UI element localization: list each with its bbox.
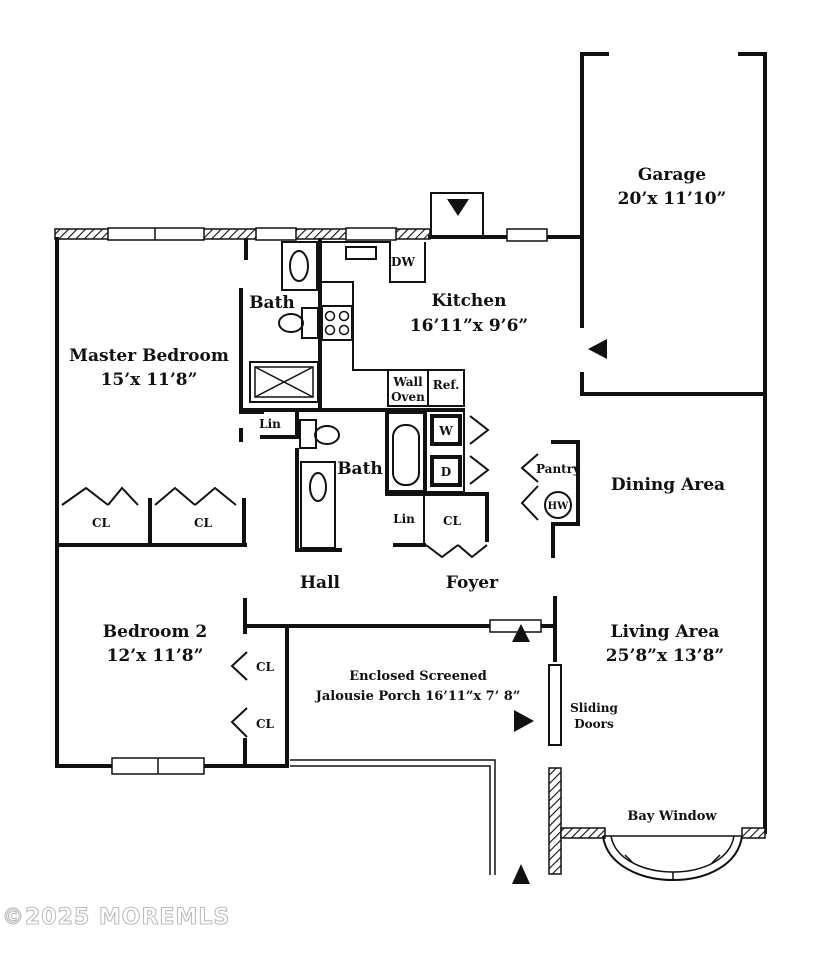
bedroom-2-dims: 12’x 11’8” [107,646,204,666]
foyer-name: Foyer [446,573,499,593]
kitchen [320,235,584,407]
sliding-doors-label-2: Doors [574,717,614,731]
porch-edge [290,624,534,884]
laundry [425,409,490,493]
linen-closet-1 [260,408,299,439]
closet-label: CL [256,660,275,674]
closet-label: CL [92,516,111,530]
window [506,228,548,242]
cooktop [321,305,353,341]
pantry [520,440,580,558]
closet-label: CL [194,516,213,530]
sliding-doors [548,664,562,875]
wall-oven-label: Wall [392,375,423,389]
vanity [281,241,318,291]
dishwasher-label: DW [391,255,415,269]
foyer-closets [385,492,489,559]
master-closets [61,486,246,547]
garage-walls [580,52,767,396]
dining-area-name: Dining Area [611,475,725,495]
dryer [430,455,462,487]
master-bath [239,238,322,442]
sink-icon [289,250,309,282]
shower-stall [249,361,319,403]
sink-icon [345,246,377,260]
kitchen-name: Kitchen [432,291,507,311]
linen-label-1: Lin [259,417,281,431]
toilet-tank [301,307,319,339]
closet-label: CL [256,717,275,731]
garage-dims: 20’x 11’10” [618,189,727,209]
hall-name: Hall [300,573,341,593]
bedroom-2-name: Bedroom 2 [103,622,207,642]
window [489,619,542,633]
porch-name: Enclosed Screened [349,669,487,684]
master-bath-name: Bath [249,293,295,313]
watermark: ©2025 MOREMLS [2,905,230,930]
left-exterior-wall [55,237,289,775]
closet-label: CL [443,514,462,528]
porch-dims: Jalousie Porch 16’11”x 7’ 8” [315,689,521,704]
window [255,227,297,241]
refrigerator-label: Ref. [433,378,460,392]
wall-oven-label-2: Oven [391,390,425,404]
bedroom-2-closets [230,651,248,738]
water-heater-icon [544,491,572,519]
pantry-label: Pantry [536,462,581,476]
sink-icon [309,472,327,502]
master-bedroom-name: Master Bedroom [69,346,229,366]
living-area-dims: 25’8”x 13’8” [606,646,724,666]
toilet-icon [278,313,304,333]
kitchen-dims: 16’11”x 9’6” [410,316,528,336]
hall-bath-name: Bath [337,459,383,479]
water-heater-label: HW [548,501,569,512]
garage-name: Garage [638,165,706,185]
washer-label: W [438,424,453,438]
hatched-wall [548,767,562,875]
left-arrow-icon [588,339,607,359]
hall-bath [295,408,425,552]
washer [430,414,462,446]
master-bedroom-dims: 15’x 11’8” [101,370,198,390]
window [107,227,205,241]
toilet-tank [299,419,317,449]
living-area-name: Living Area [611,622,720,642]
bathtub-icon [387,412,425,492]
bay-window-label: Bay Window [627,809,717,824]
down-arrow-icon [447,199,469,216]
right-exterior-wall [560,392,767,882]
dryer-label: D [441,465,451,479]
right-arrow-icon [514,710,534,732]
linen-label-2: Lin [393,512,415,526]
vent-box [430,192,484,238]
top-exterior-wall [54,227,582,242]
oven-fridge-block [387,369,465,407]
up-arrow-icon [512,864,530,884]
hall-walls [243,596,557,768]
window [345,227,397,241]
toilet-icon [314,425,340,445]
sliding-doors-label: Sliding [570,701,618,715]
up-arrow-icon [512,624,530,642]
vanity [300,461,336,549]
